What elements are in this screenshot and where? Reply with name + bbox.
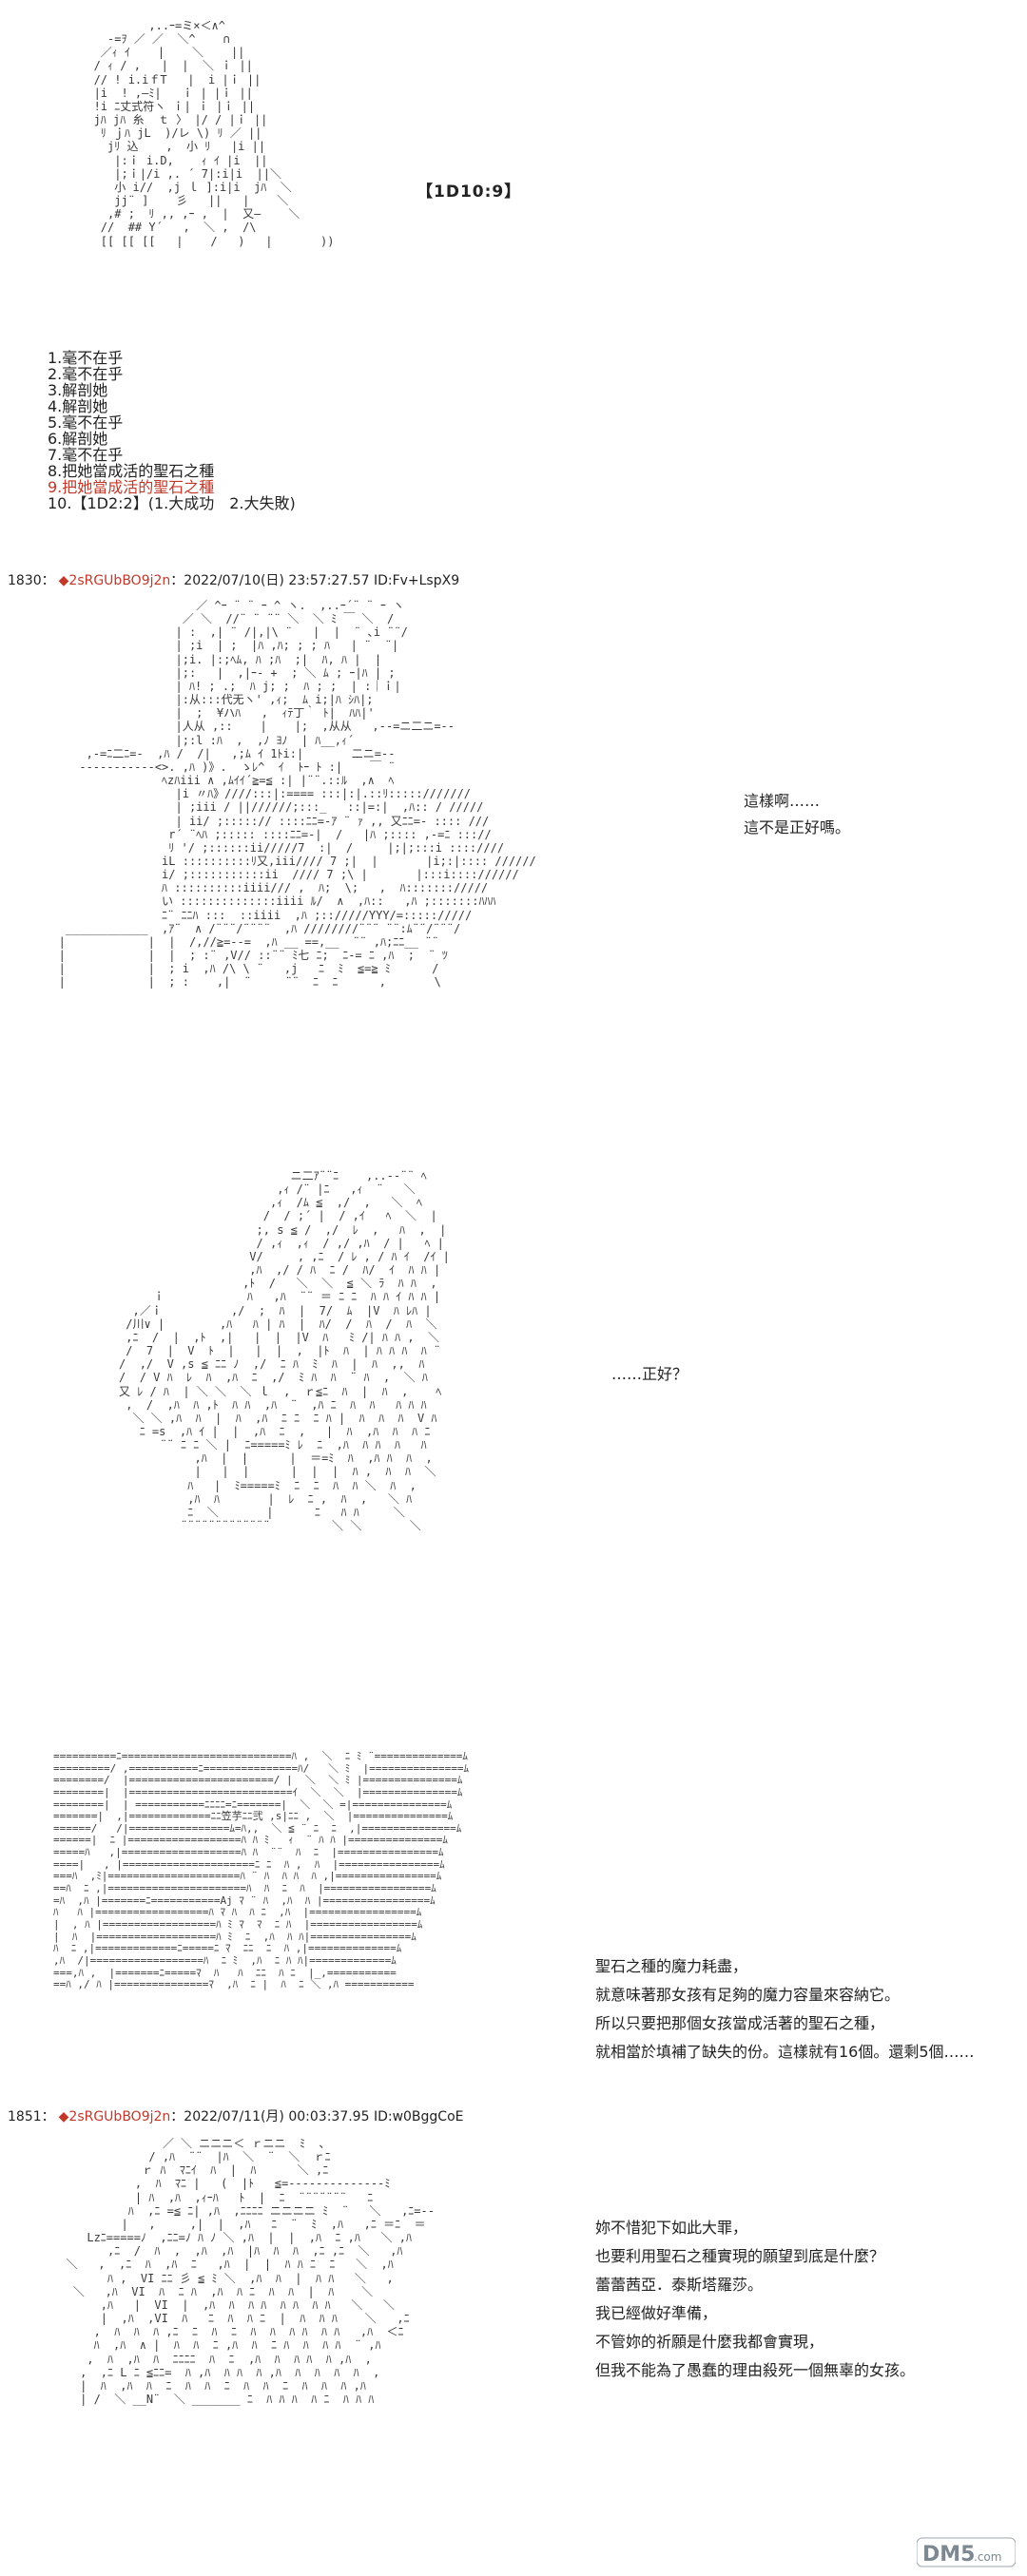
vote-option: 8.把她當成活的聖石之種: [48, 462, 215, 480]
vote-option: 10.【1D2:2】(1.大成功 2.大失敗): [48, 494, 296, 512]
ascii-art-scene-4: ／ ＼ ニニニ＜ ｒニニ ﾐ 、 / ,ﾊ ¨¨ |ﾊ ＼ ¨ ＼ ｒﾆ ｒ ﾊ…: [66, 2137, 435, 2406]
vote-option-list: 1.毫不在乎 2.毫不在乎 3.解剖她 4.解剖她 5.毫不在乎 6.解剖她 7…: [48, 350, 296, 511]
vote-option: 6.解剖她: [48, 430, 108, 448]
dialog-line: ……正好？: [611, 1365, 688, 1383]
dialog-panel-3: 聖石之種的魔力耗盡， 就意味著那女孩有足夠的魔力容量來容納它。 所以只要把那個女…: [595, 1952, 975, 2067]
vote-option: 4.解剖她: [48, 397, 108, 415]
dialog-line: 但我不能為了愚蠢的理由殺死一個無辜的女孩。: [595, 2361, 916, 2379]
dialog-line: 我已經做好準備，: [595, 2304, 718, 2322]
vote-option: 2.毫不在乎: [48, 365, 124, 383]
dialog-panel-4: 妳不惜犯下如此大罪， 也要利用聖石之種實現的願望到底是什麼？ 蕾蕾茜亞．泰斯塔羅…: [595, 2214, 915, 2385]
post-tripcode: ◆2sRGUbBO9j2n: [58, 2109, 171, 2124]
ascii-art-scene-2: ニ二ｱ¨¨ﾆ ,..-‐¨¨ ﾍ ,ｨ /¨ |ﾆ ,ｨ ¨ ＼ ,ｨ /ﾑ ≦…: [119, 1169, 450, 1533]
vote-option-highlighted: 9.把她當成活的聖石之種: [48, 478, 215, 496]
vote-option: 1.毫不在乎: [48, 349, 124, 367]
vote-option: 5.毫不在乎: [48, 413, 124, 432]
dialog-line: 這樣啊……: [744, 792, 821, 810]
dialog-line: 聖石之種的魔力耗盡，: [595, 1957, 748, 1975]
dialog-line: 就相當於填補了缺失的份。這樣就有16個。還剩5個……: [595, 2043, 975, 2061]
ascii-art-scene-3: ==========ﾆ===========================ﾊ …: [53, 1750, 469, 1991]
ascii-art-girl-1: ,..ｰ=ミ×＜∧^ -=ｦ ／ ／ ＼^ ∩ ／ｨ ｲ | ＼ || / ｨ …: [93, 19, 335, 248]
dialog-line: 蕾蕾茜亞．泰斯塔羅莎。: [595, 2276, 764, 2294]
post-number: 1830：: [8, 573, 55, 588]
post-number: 1851：: [8, 2109, 55, 2124]
watermark-suffix: .com: [974, 2550, 1001, 2564]
ascii-art-scene-1: ／ ^ｰ ¨ ¨ ｰ ^ ヽ. ,..ｰ´¨ ¨ ｰ ヽ ／ ＼ //¨ ¨ ¨…: [58, 599, 536, 990]
dialog-panel-1: 這樣啊…… 這不是正好嗎。: [744, 788, 850, 841]
vote-option: 3.解剖她: [48, 381, 108, 399]
dialog-line: 所以只要把那個女孩當成活著的聖石之種，: [595, 2014, 885, 2032]
post-header: 1851：◆2sRGUbBO9j2n：2022/07/11(月) 00:03:3…: [8, 2106, 464, 2125]
dialog-line: 這不是正好嗎。: [744, 818, 851, 836]
dialog-line: 不管妳的祈願是什麼我都會實現，: [595, 2333, 824, 2351]
post-meta: ：2022/07/10(日) 23:57:27.57 ID:Fv+LspX9: [170, 573, 460, 588]
dialog-line: 也要利用聖石之種實現的願望到底是什麼？: [595, 2247, 885, 2265]
roll-result-badge: 【1D10:9】: [417, 183, 522, 202]
dialog-line: 妳不惜犯下如此大罪，: [595, 2219, 748, 2237]
post-header: 1830：◆2sRGUbBO9j2n：2022/07/10(日) 23:57:2…: [8, 570, 459, 589]
watermark-text: DM5: [922, 2543, 975, 2566]
dialog-panel-2: ……正好？: [611, 1360, 688, 1389]
dm5-logo-icon: DM5 .com: [917, 2537, 1016, 2567]
vote-option: 7.毫不在乎: [48, 446, 124, 464]
dialog-line: 就意味著那女孩有足夠的魔力容量來容納它。: [595, 1986, 901, 2004]
post-meta: ：2022/07/11(月) 00:03:37.95 ID:w0BggCoE: [170, 2109, 464, 2124]
post-tripcode: ◆2sRGUbBO9j2n: [58, 573, 171, 588]
